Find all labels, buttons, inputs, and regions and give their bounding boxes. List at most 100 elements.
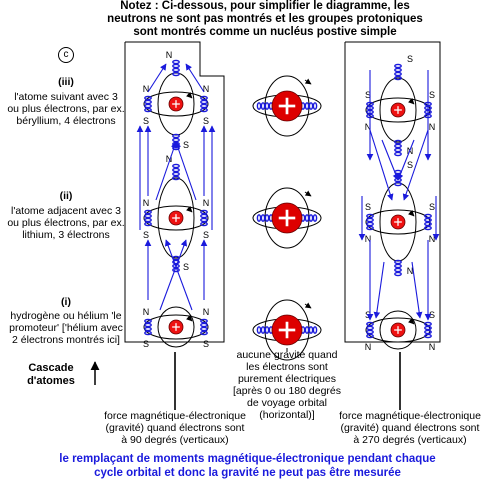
left-pole-s-right-ii: S xyxy=(203,230,209,240)
left-pole-s-left-iii: S xyxy=(143,116,149,126)
left-coil-left-ii xyxy=(144,209,152,227)
right-pole-s-left-ii: S xyxy=(365,202,371,212)
middle-coil-left-iii xyxy=(256,102,274,110)
left-pole-n-left-i: N xyxy=(143,307,150,317)
left-orbit-vertical-i xyxy=(157,306,195,348)
middle-orbit-direction-i xyxy=(304,302,312,309)
row-iii-numeral: (iii) xyxy=(58,76,74,88)
right-pole-n-bottom-ii: N xyxy=(407,266,414,276)
left-arrow-up-4 xyxy=(164,239,193,311)
middle-line4: [après 0 ou 180 degrés xyxy=(233,385,341,397)
right-force-label: force magnétique-électronique (gravité) … xyxy=(325,410,495,446)
middle-coil-right-ii xyxy=(300,214,318,222)
left-arrow-up-8 xyxy=(174,141,197,201)
note-line-2: neutrons ne sont pas montrés et les grou… xyxy=(107,13,423,25)
right-pole-s-right-iii: S xyxy=(429,90,435,100)
left-arrow-up-3 xyxy=(159,239,188,311)
right-arrow-down-9 xyxy=(373,261,385,319)
middle-line5: de voyage orbital xyxy=(247,397,327,409)
right-orbit-direction-iii xyxy=(408,98,415,105)
left-orbit-direction-i xyxy=(186,315,193,322)
right-arrow-down-10 xyxy=(411,261,423,319)
left-orbit-direction-iii xyxy=(186,92,193,99)
left-pole-n-left-iii: N xyxy=(143,84,150,94)
right-nucleus-iii-plus-v xyxy=(397,106,399,114)
note-line-1: Notez : Ci-dessous, pour simplifier le d… xyxy=(120,0,410,12)
middle-coil-left-i xyxy=(256,326,274,334)
right-nucleus-ii-plus-v xyxy=(397,218,399,226)
left-pole-s-left-ii: S xyxy=(143,230,149,240)
right-coil-right-i xyxy=(424,321,432,339)
left-coil-right-iii xyxy=(200,95,208,113)
left-coil-top-iii xyxy=(172,59,180,77)
left-coil-bottom-ii xyxy=(172,255,180,273)
caption-line2: cycle orbital et donc la gravité ne peut… xyxy=(94,467,401,479)
left-orbit-horizontal-iii xyxy=(143,91,209,117)
right-orbit-direction-i xyxy=(408,318,415,325)
left-nucleus-ii-plus-v xyxy=(175,214,177,222)
middle-line6: (horizontal)] xyxy=(259,409,315,421)
figure-label-c: c xyxy=(58,47,74,63)
right-pole-s-top-ii: S xyxy=(407,160,413,170)
left-nucleus-iii-plus-v xyxy=(175,100,177,108)
left-pole-s-right-iii: S xyxy=(203,116,209,126)
middle-line3: purement électriques xyxy=(237,373,337,385)
row-iii-line2: ou plus électrons, par ex. xyxy=(7,103,125,115)
row-ii-line1: l'atome adjacent avec 3 xyxy=(11,205,121,217)
right-nucleus-i-plus-v xyxy=(397,326,399,334)
right-coil-top-iii xyxy=(394,63,402,81)
right-arrow-down-4 xyxy=(397,139,415,181)
left-nucleus-i-plus-v xyxy=(175,323,177,331)
right-force-line1: force magnétique-électronique xyxy=(339,410,481,422)
left-orbit-horizontal-i xyxy=(143,314,209,340)
right-arrow-down-5 xyxy=(369,129,394,201)
right-pole-s-right-i: S xyxy=(429,310,435,320)
right-coil-bottom-ii xyxy=(394,259,402,277)
middle-coil-right-i xyxy=(300,326,318,334)
caption-line1: le remplaçant de moments magnétique-élec… xyxy=(59,453,436,465)
middle-nucleus-i-plus-v xyxy=(285,321,289,339)
cascade-label: Cascade d'atomes xyxy=(16,362,86,388)
row-ii-line2: ou plus électrons, par ex. xyxy=(7,217,125,229)
left-pole-s-bottom-ii: S xyxy=(183,262,189,272)
left-pole-n-top-iii: N xyxy=(166,50,173,60)
middle-nucleus-ii-plus-v xyxy=(285,209,289,227)
middle-orbit-direction-iii xyxy=(304,78,312,85)
left-pole-n-top-ii: N xyxy=(166,154,173,164)
left-force-line2: (gravité) quand électrons sont xyxy=(105,422,245,434)
left-orbit-horizontal-ii xyxy=(143,205,209,231)
left-pole-s-left-i: S xyxy=(143,339,149,349)
left-arrow-up-9 xyxy=(147,63,167,93)
row-label-i: (i) hydrogène ou hélium 'le promoteur' [… xyxy=(2,296,130,346)
row-iii-line1: l'atome suivant avec 3 xyxy=(14,91,118,103)
right-force-line3: à 270 degrés (verticaux) xyxy=(353,434,467,446)
row-i-line3: 2 électrons montrés ici] xyxy=(12,334,120,346)
right-force-line2: (gravité) quand électrons sont xyxy=(340,422,480,434)
right-coil-left-i xyxy=(366,321,374,339)
middle-coil-left-ii xyxy=(256,214,274,222)
note-line-3: sont montrés comme un nucléus postive si… xyxy=(133,26,397,38)
middle-line1: aucune gravité quand xyxy=(236,349,338,361)
left-orbit-vertical-ii xyxy=(157,177,195,259)
left-pole-n-right-i: N xyxy=(203,307,210,317)
left-coil-top-ii xyxy=(172,163,180,181)
left-arrow-up-10 xyxy=(185,63,205,93)
left-coil-left-i xyxy=(144,318,152,336)
right-pole-n-right-ii: N xyxy=(429,234,436,244)
right-orbit-vertical-i xyxy=(379,310,417,350)
middle-nucleus-iii-plus-v xyxy=(285,97,289,115)
right-arrow-down-6 xyxy=(402,129,429,201)
row-i-numeral: (i) xyxy=(61,296,71,308)
right-coil-left-ii xyxy=(366,213,374,231)
right-pole-n-left-i: N xyxy=(365,342,372,352)
left-pole-n-left-ii: N xyxy=(143,198,150,208)
left-arrow-up-7 xyxy=(155,141,178,201)
left-coil-left-iii xyxy=(144,95,152,113)
row-ii-line3: lithium, 3 électrons xyxy=(22,229,110,241)
left-force-line3: à 90 degrés (verticaux) xyxy=(121,434,229,446)
right-pole-n-right-i: N xyxy=(429,342,436,352)
left-pole-s-bottom-iii: S xyxy=(183,140,189,150)
row-i-line2: promoteur' ['hélium avec xyxy=(9,322,123,334)
left-coil-right-ii xyxy=(200,209,208,227)
